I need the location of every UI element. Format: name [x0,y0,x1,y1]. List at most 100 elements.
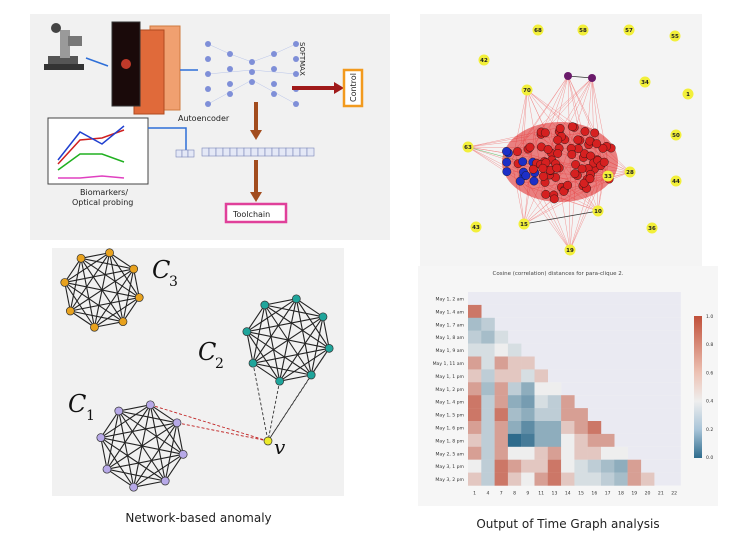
heatmap-cell [601,459,615,473]
softmax-label: SOFTMAX [298,42,306,76]
biomarker-chart [47,117,149,185]
row-label: May 1, 8 am [436,335,465,341]
heatmap-cell [561,459,575,473]
heatmap-cell [561,395,575,409]
heatmap-cell [507,408,522,422]
heatmap-cell [468,446,482,460]
graph-node-purple [588,74,596,82]
heatmap-cell [481,421,495,435]
heatmap-cell [494,369,509,383]
c3-node [90,322,99,332]
heatmap-cell [481,446,495,460]
c1-node [172,418,182,428]
heatmap-cell [547,459,562,473]
outer-node-70: 70 [521,84,533,96]
row-label: May 1, 1 pm [435,374,464,380]
heatmap-cell [534,395,548,409]
outer-node-label: 43 [472,225,480,231]
heatmap-cell [468,421,482,435]
microscope-icon [44,23,84,70]
heatmap-cell [494,421,509,435]
heatmap-cell [507,382,522,396]
c3-node [60,278,70,287]
cliques-panel: C 3 C 2 C 1 v [52,248,344,496]
heatmap-cell [547,408,562,422]
v-node [263,436,273,446]
colorbar-tick: 0.4 [706,399,713,405]
outer-node-label: 28 [626,170,634,176]
c2-node [248,358,258,368]
v-label: v [274,435,286,459]
c1-subscript: 1 [86,408,95,424]
graph-node [539,171,548,181]
graph-node [541,189,551,199]
c1-node [160,476,170,486]
c2-node [291,294,301,304]
heatmap-cell [547,433,562,447]
heatmap-cell [601,433,615,447]
c1-node [102,464,112,474]
graph-node [579,178,589,188]
c3-node [76,253,86,263]
left-caption: Network-based anomaly [125,511,272,525]
row-label: May 1, 8 pm [435,438,464,444]
heatmap-cell [574,433,588,447]
row-label: May 1, 7 am [436,322,465,328]
outer-node-42: 42 [478,54,490,66]
heatmap-cell [614,472,628,486]
graph-node [570,169,580,179]
row-label: May 1, 5 pm [435,413,464,419]
heatmap-cell [574,459,588,473]
heatmap-cell [547,472,562,486]
outer-node-label: 58 [579,28,587,34]
heatmap-cell [468,356,482,370]
heatmap-cell [561,421,575,435]
graph-node [563,180,573,190]
row-label: May 1, 2 pm [435,387,464,393]
autoencoder-network [205,41,299,107]
graph-node [515,176,525,186]
heatmap-cell [481,369,495,383]
autoencoder-label: Autoencoder [178,114,230,123]
c2-node [306,370,316,380]
heatmap-cell [521,395,535,409]
heatmap-cell [561,408,575,422]
graph-node [543,145,553,154]
c2-label: C [198,338,216,366]
graph-node-purple [564,72,572,80]
biomarkers-label-2: Optical probing [72,198,133,207]
outer-node-19: 19 [564,244,576,256]
heatmap-cell [534,446,548,460]
heatmap-cell [494,408,509,422]
heatmap-cell [507,343,522,357]
graph-node [568,122,577,132]
col-label: 20 [645,491,651,497]
right-caption: Output of Time Graph analysis [476,517,660,531]
outer-node-label: 19 [566,248,574,254]
col-label: 7 [500,491,503,497]
outer-node-label: 33 [604,174,612,180]
outer-node-label: 70 [523,88,531,94]
heatmap-cell [481,395,495,409]
heatmap-cell [481,382,495,396]
outer-node-15: 15 [518,218,530,230]
row-label: May 1, 6 pm [435,425,464,431]
colorbar-tick: 1.0 [706,314,713,320]
heatmap-panel: Cosine (correlation) distances for para-… [418,266,718,506]
c1-node [129,482,139,492]
graph-node [567,150,577,159]
graph-node [540,128,550,138]
outer-node-label: 55 [671,34,679,40]
row-label: May 1, 11 am [433,361,465,367]
c2-node [260,300,270,310]
graph-node [502,147,511,156]
outer-node-34: 34 [639,76,651,88]
heatmap-cell [627,459,642,473]
outer-node-57: 57 [623,24,635,36]
outer-node-28: 28 [624,166,636,178]
heatmap-cell [521,382,535,396]
toolchain-box: Toolchain [224,202,288,224]
c2-node [275,376,285,386]
